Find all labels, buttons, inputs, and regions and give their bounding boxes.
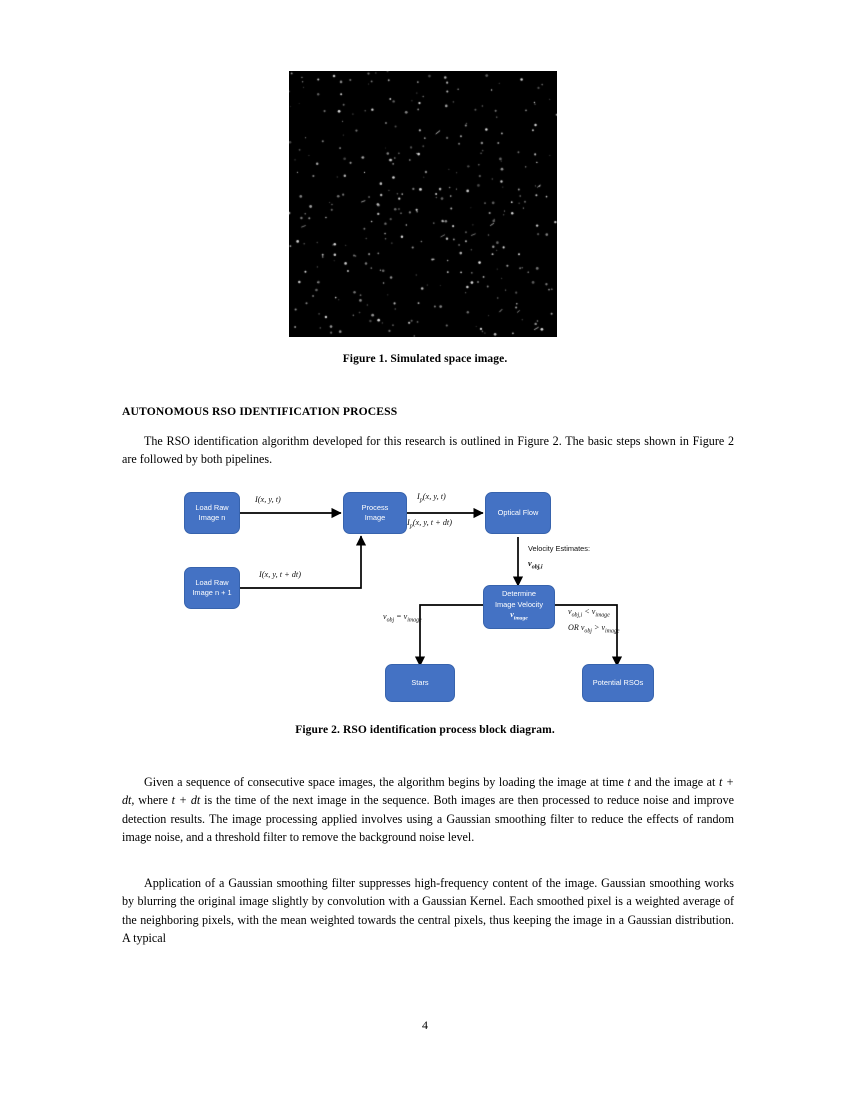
paragraph-sequence-a: Given a sequence of consecutive space im… bbox=[144, 775, 628, 789]
node-optical-flow[interactable]: Optical Flow bbox=[485, 492, 551, 534]
edge-label-raw-n-to-process: I(x, y, t) bbox=[255, 495, 281, 504]
edge-label-rso-condition: vobj,i < vimage OR vobj > vimage bbox=[568, 606, 619, 638]
connector-determine-to-stars bbox=[414, 604, 483, 667]
node-process-image-line2: Image bbox=[364, 513, 386, 522]
edge-label-velocity-estimates-symbol: vobj,i bbox=[528, 559, 543, 571]
node-optical-flow-line1: Optical Flow bbox=[497, 507, 539, 517]
node-load-raw-image-n-line1: Load Raw bbox=[195, 502, 229, 512]
node-load-raw-image-n-line2: Image n bbox=[198, 513, 226, 522]
inline-math-t-plus-dt-1: t + dt bbox=[122, 775, 734, 808]
node-load-raw-image-n-plus-1-line2: Image n + 1 bbox=[192, 588, 232, 597]
figure-2-caption: Figure 2. RSO identification process blo… bbox=[295, 724, 555, 736]
node-load-raw-image-n[interactable]: Load Raw Image n bbox=[184, 492, 240, 534]
node-determine-symbol: vimage bbox=[510, 610, 528, 623]
connector-determine-to-potential-rsos bbox=[554, 604, 623, 667]
edge-label-process-to-optical-flow-top: Ip(x, y, t) bbox=[417, 492, 446, 504]
paragraph-intro-text: The RSO identification algorithm develop… bbox=[122, 434, 734, 467]
node-load-raw-image-n-plus-1-line1: Load Raw bbox=[195, 577, 229, 587]
edge-label-rso-condition-line2: OR vobj > vimage bbox=[568, 623, 620, 635]
edge-label-raw-n1-to-process: I(x, y, t + dt) bbox=[259, 570, 301, 579]
paragraph-sequence: Given a sequence of consecutive space im… bbox=[122, 773, 734, 847]
inline-math-t-plus-dt-2: t + dt bbox=[171, 793, 201, 808]
paragraph-sequence-c: , where bbox=[131, 793, 172, 808]
node-stars[interactable]: Stars bbox=[385, 664, 455, 702]
node-potential-rsos[interactable]: Potential RSOs bbox=[582, 664, 654, 702]
page-number: 4 bbox=[422, 1018, 428, 1032]
edge-label-process-to-optical-flow-bottom: Ip(x, y, t + dt) bbox=[407, 518, 453, 530]
rso-identification-block-diagram: Load Raw Image n Load Raw Image n + 1 Pr… bbox=[155, 482, 695, 712]
simulated-space-image bbox=[289, 71, 557, 337]
paragraph-gaussian: Application of a Gaussian smoothing filt… bbox=[122, 874, 734, 948]
node-potential-rsos-line1: Potential RSOs bbox=[592, 677, 644, 687]
paragraph-gaussian-text: Application of a Gaussian smoothing filt… bbox=[122, 876, 734, 946]
edge-label-rso-condition-line1: vobj,i < vimage bbox=[568, 607, 610, 619]
node-determine-line2: Image Velocity bbox=[494, 599, 544, 609]
node-process-image-line1: Process bbox=[361, 502, 389, 512]
paragraph-sequence-d: is the time of the next image in the seq… bbox=[122, 793, 735, 845]
starfield-canvas bbox=[289, 71, 557, 337]
edge-label-velocity-estimates: Velocity Estimates: bbox=[528, 544, 591, 553]
edge-label-stars-condition: vobj = vimage bbox=[383, 612, 422, 624]
inline-math-t: t bbox=[627, 775, 631, 789]
node-process-image[interactable]: Process Image bbox=[343, 492, 407, 534]
node-determine-line1: Determine bbox=[501, 589, 537, 599]
paragraph-sequence-b: and the image at bbox=[630, 775, 719, 789]
connector-load-n1-to-process bbox=[239, 535, 367, 589]
node-load-raw-image-n-plus-1[interactable]: Load Raw Image n + 1 bbox=[184, 567, 240, 609]
paragraph-intro: The RSO identification algorithm develop… bbox=[122, 432, 734, 469]
section-heading: AUTONOMOUS RSO IDENTIFICATION PROCESS bbox=[122, 405, 398, 418]
figure-1-caption: Figure 1. Simulated space image. bbox=[342, 353, 508, 365]
node-determine-image-velocity[interactable]: Determine Image Velocity vimage bbox=[483, 585, 555, 629]
diagram-connectors bbox=[239, 507, 623, 667]
node-stars-line1: Stars bbox=[411, 677, 429, 687]
